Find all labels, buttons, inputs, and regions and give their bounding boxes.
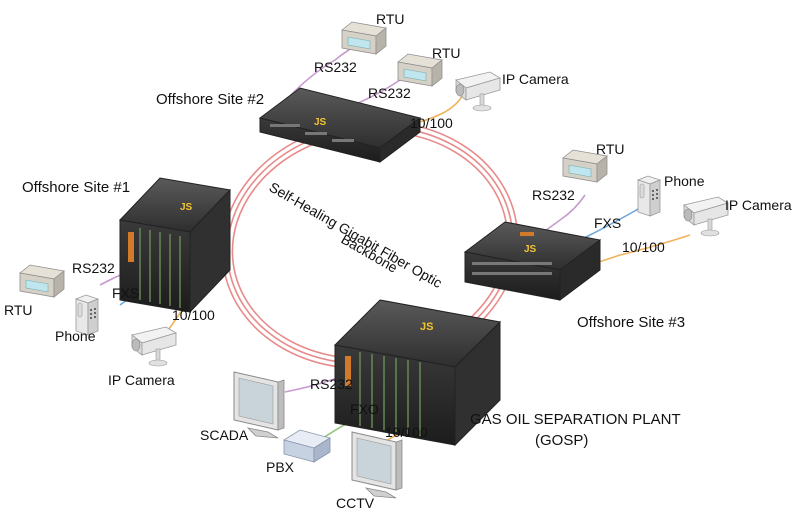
site3-logo: JS xyxy=(524,244,537,255)
pbx-label: PBX xyxy=(266,459,295,475)
site1-eth-label: 10/100 xyxy=(172,307,215,323)
site3-rtu-label: RTU xyxy=(596,141,625,157)
cctv-label: CCTV xyxy=(336,495,375,511)
site2-logo: JS xyxy=(314,117,327,128)
gosp-label-line2: (GOSP) xyxy=(535,432,588,449)
site2-chassis: JS xyxy=(258,87,422,163)
gosp-eth-label: 10/100 xyxy=(385,424,428,440)
gosp-rs232-label: RS232 xyxy=(310,376,353,392)
site3-phone-icon xyxy=(637,175,661,217)
site1-ip-camera-label: IP Camera xyxy=(108,372,175,388)
backbone-label-line1: Self-Healing Gigabit Fiber Optic xyxy=(267,179,445,291)
site3-ip-camera-label: IP Camera xyxy=(725,197,792,213)
gosp-label-line1: GAS OIL SEPARATION PLANT xyxy=(470,411,681,428)
site1-phone-label: Phone xyxy=(55,328,96,344)
gosp-chassis: JS xyxy=(333,299,502,447)
site3-phone-label: Phone xyxy=(664,173,705,189)
site1-ip-camera-icon xyxy=(131,326,177,367)
site3-label: Offshore Site #3 xyxy=(577,314,685,331)
cctv-monitor-icon xyxy=(351,431,403,499)
scada-label: SCADA xyxy=(200,427,249,443)
gosp-fxo-label: FXO xyxy=(350,401,379,417)
site2-ip-camera-icon xyxy=(455,71,501,112)
site2-label: Offshore Site #2 xyxy=(156,91,264,108)
site2-rs232-2-label: RS232 xyxy=(368,85,411,101)
gosp-logo: JS xyxy=(420,321,433,333)
site2-ip-camera-label: IP Camera xyxy=(502,71,569,87)
site1-rtu-label: RTU xyxy=(4,302,33,318)
site2-rtu-1-label: RTU xyxy=(376,11,405,27)
site2-eth-label: 10/100 xyxy=(410,115,453,131)
site1-rs232-label: RS232 xyxy=(72,260,115,276)
site1-logo: JS xyxy=(180,202,193,213)
site1-fxs-label: FXS xyxy=(112,285,139,301)
site1-rtu-icon xyxy=(19,264,65,298)
site3-chassis: JS xyxy=(463,221,602,301)
site1-chassis: JS xyxy=(118,177,232,314)
site1-label: Offshore Site #1 xyxy=(22,179,130,196)
site3-eth-label: 10/100 xyxy=(622,239,665,255)
site2-rs232-1-label: RS232 xyxy=(314,59,357,75)
site3-rs232-label: RS232 xyxy=(532,187,575,203)
pbx-icon xyxy=(283,429,331,463)
site3-fxs-label: FXS xyxy=(594,215,621,231)
site3-ip-camera-icon xyxy=(683,196,729,237)
site2-rtu-2-label: RTU xyxy=(432,45,461,61)
